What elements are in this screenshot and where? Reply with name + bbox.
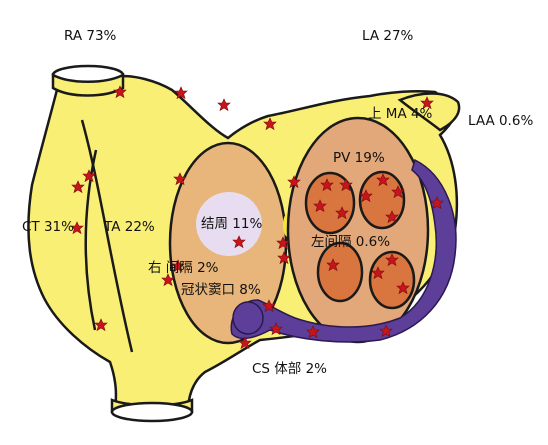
ivc-opening [110,401,194,423]
left-atrial-appendage [397,92,461,132]
focus-marker [174,86,188,100]
focus-marker [320,178,334,192]
focus-marker [94,318,108,332]
focus-marker [385,210,399,224]
focus-marker [263,117,277,131]
focus-marker [385,253,399,267]
focus-marker [276,236,290,250]
focus-marker [217,98,231,112]
label-ra: RA 73% [64,28,117,44]
focus-marker [287,175,301,189]
focus-marker [430,196,444,210]
pv-right-lower [368,250,416,310]
focus-marker [82,169,96,183]
focus-marker [277,251,291,265]
label-cs-body: CS 体部 2% [252,361,327,377]
focus-marker [171,259,185,273]
focus-marker [420,96,434,110]
cs-ostium-mouth [232,301,264,335]
tricuspid-annulus-line [80,119,134,353]
focus-marker [306,325,320,339]
svc [51,72,125,97]
label-av-node: 结周 11% [201,216,263,232]
pv-left-upper [304,171,356,235]
focus-marker [313,199,327,213]
focus-marker [173,172,187,186]
focus-marker [326,258,340,272]
focus-marker [335,206,349,220]
label-ta: TA 22% [104,219,155,235]
focus-marker [70,221,84,235]
label-cs-ostium: 冠状窦口 8% [181,282,261,298]
focus-marker [161,273,175,287]
label-right-septum: 右 间隔 2% [148,260,219,276]
label-ct: CT 31% [22,219,74,235]
label-laa: LAA 0.6% [468,113,534,129]
focus-marker [232,235,246,249]
focus-marker [391,185,405,199]
label-mitral-annulus: 上 MA 4% [368,106,433,122]
focus-marker [359,189,373,203]
focus-marker [396,281,410,295]
focus-marker [71,180,85,194]
focus-marker [262,299,276,313]
focus-marker [269,322,283,336]
label-pv: PV 19% [333,150,385,166]
av-node-region [196,192,262,256]
focus-marker [238,336,252,350]
label-la: LA 27% [362,28,414,44]
focus-marker [376,173,390,187]
focus-marker [113,85,127,99]
label-left-septum: 左间隔 0.6% [311,234,391,250]
focus-markers [70,85,444,350]
pv-left-lower [316,241,364,303]
focus-marker [371,266,385,280]
focus-marker [339,178,353,192]
focus-marker [379,324,393,338]
